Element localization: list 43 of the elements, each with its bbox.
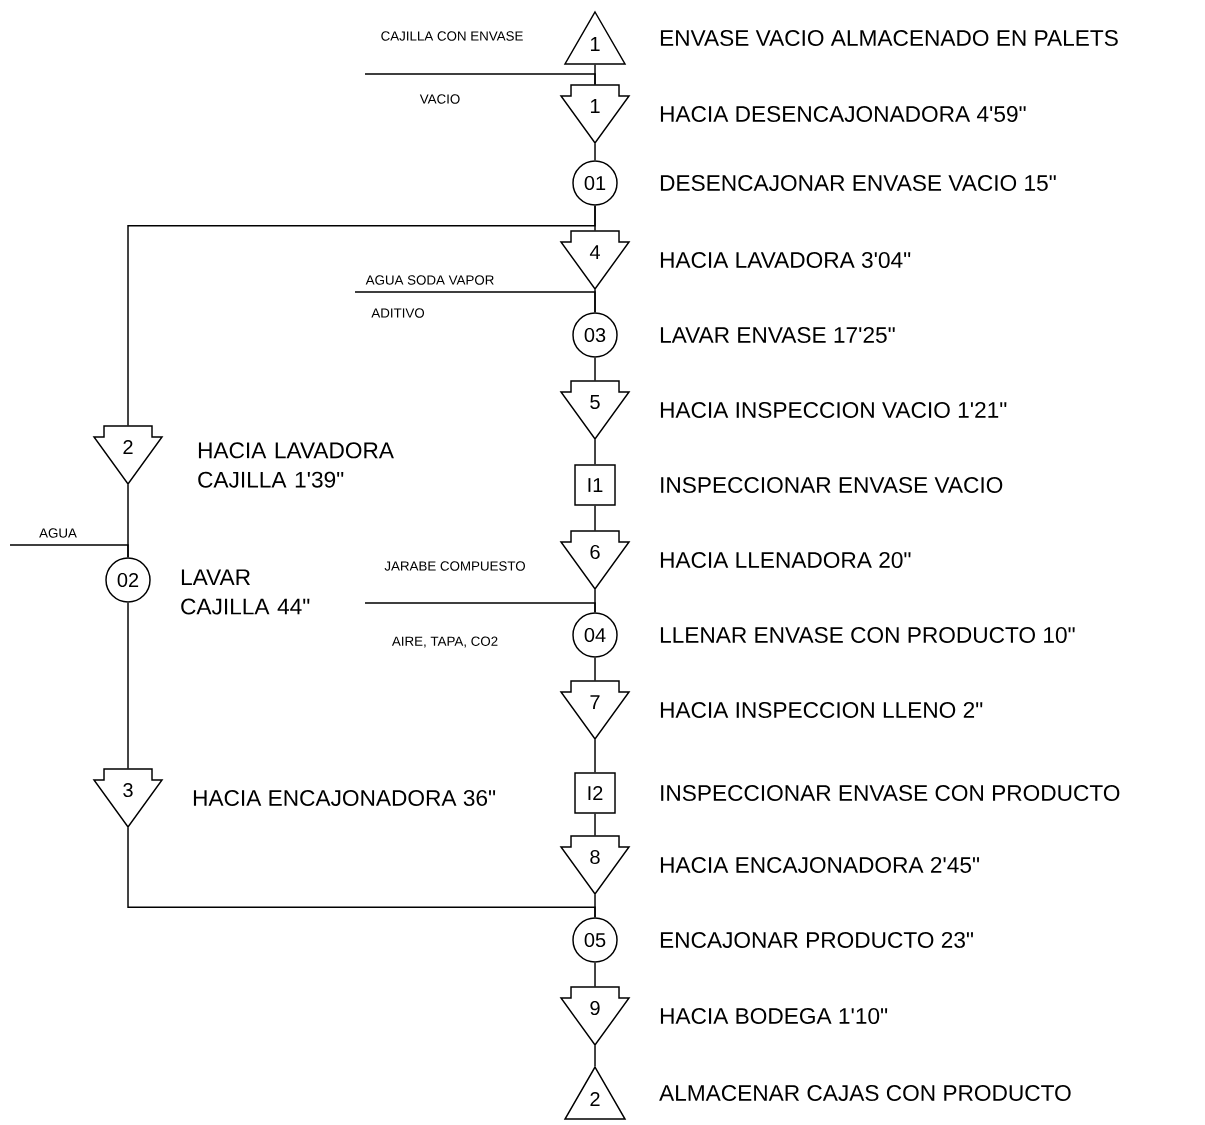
step-description: HACIA INSPECCION VACIO 1'21"	[660, 402, 1007, 419]
step-description: INSPECCIONAR ENVASE CON PRODUCTO	[661, 785, 1120, 802]
step-description: ENVASE VACIO ALMACENADO EN PALETS	[660, 30, 1118, 47]
input-line	[354, 291, 596, 313]
flow-line	[594, 962, 596, 988]
input-label: AGUA SODA VAPOR	[365, 275, 494, 285]
input-label: AIRE, TAPA, CO2	[391, 636, 498, 648]
step-description: INSPECCIONAR ENVASE VACIO	[661, 477, 1003, 494]
flow-line	[127, 826, 596, 918]
flow-line	[594, 657, 596, 682]
step-description: LAVAR ENVASE 17'25"	[660, 327, 895, 344]
flow-line	[594, 738, 596, 773]
step-description: HACIA DESENCAJONADORA 4'59"	[660, 106, 1026, 123]
flow-line	[127, 602, 129, 770]
step-description: LAVAR CAJILLA 44"	[181, 569, 310, 615]
input-line	[364, 602, 596, 613]
flow-line	[594, 357, 596, 382]
flow-line	[594, 142, 596, 161]
flow-line	[594, 438, 596, 465]
step-description: HACIA LLENADORA 20"	[660, 552, 911, 569]
input-label: ADITIVO	[371, 308, 425, 318]
input-label: VACIO	[419, 94, 460, 104]
flow-line	[594, 1044, 596, 1067]
step-description: HACIA ENCAJONADORA 2'45"	[660, 857, 980, 874]
input-line	[364, 73, 596, 86]
step-description: HACIA ENCAJONADORA 36"	[193, 790, 496, 807]
input-label: CAJILLA CON ENVASE	[381, 31, 523, 41]
inspection-square: I1	[574, 464, 616, 506]
input-label: AGUA	[39, 528, 77, 538]
input-label: JARABE COMPUESTO	[384, 561, 525, 571]
step-description: HACIA INSPECCION LLENO 2"	[660, 702, 983, 719]
step-description: HACIA LAVADORA 3'04"	[660, 252, 911, 269]
step-description: ENCAJONAR PRODUCTO 23"	[660, 932, 974, 949]
inspection-square: I2	[574, 772, 616, 814]
input-line	[9, 544, 129, 558]
flow-line	[127, 205, 596, 427]
flow-line	[594, 813, 596, 837]
step-description: ALMACENAR CAJAS CON PRODUCTO	[659, 1085, 1071, 1102]
step-description: HACIA BODEGA 1'10"	[660, 1008, 888, 1025]
flow-line	[594, 505, 596, 532]
step-description: LLENAR ENVASE CON PRODUCTO 10"	[660, 627, 1075, 644]
step-description: HACIA LAVADORA CAJILLA 1'39"	[198, 442, 394, 488]
step-description: DESENCAJONAR ENVASE VACIO 15"	[660, 175, 1056, 192]
